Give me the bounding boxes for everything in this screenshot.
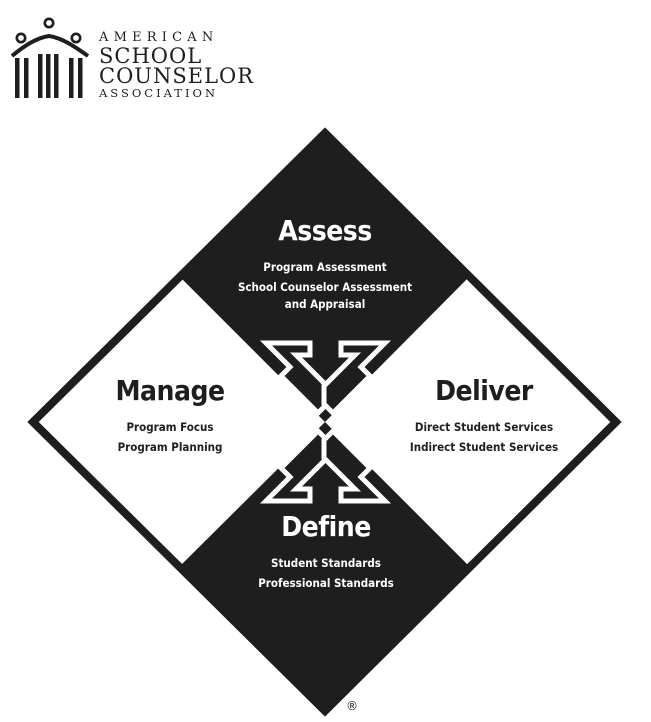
logo-figures-icon (10, 17, 90, 98)
assess-title: Assess (278, 214, 372, 247)
arrow-down-right-icon (321, 427, 392, 504)
deliver-label-group: Deliver Direct Student Services Indirect… (396, 374, 572, 456)
define-item: Student Standards (271, 555, 381, 570)
asca-logo: AMERICAN SCHOOL COUNSELOR ASSOCIATION (10, 14, 253, 106)
assess-item: Program Assessment (263, 259, 387, 274)
define-quadrant (180, 422, 469, 711)
logo-line-american: AMERICAN (99, 30, 219, 45)
deliver-item: Indirect Student Services (409, 440, 559, 455)
assess-item: School Counselor Assessment (237, 280, 413, 295)
define-label-group: Define Student Standards Professional St… (220, 510, 432, 592)
define-item: Professional Standards (258, 576, 394, 591)
deliver-item: Direct Student Services (414, 419, 554, 434)
logo-line-counselor: COUNSELOR (99, 64, 255, 88)
assess-item: and Appraisal (284, 297, 366, 312)
logo-line-school: SCHOOL (99, 44, 203, 68)
deliver-title: Deliver (435, 374, 533, 407)
logo-line-association: ASSOCIATION (99, 86, 219, 100)
manage-label-group: Manage Program Focus Program Planning (90, 374, 250, 456)
registered-trademark: ® (346, 699, 358, 713)
center-arrows (259, 340, 392, 504)
manage-item: Program Planning (117, 440, 223, 455)
define-title: Define (281, 510, 371, 543)
manage-title: Manage (115, 374, 225, 407)
arrow-up-right-icon (321, 340, 392, 417)
manage-item: Program Focus (126, 419, 214, 434)
assess-label-group: Assess Program Assessment School Counsel… (210, 214, 440, 313)
assess-quadrant (180, 133, 469, 422)
logo-wordmark: AMERICAN SCHOOL COUNSELOR ASSOCIATION (99, 31, 254, 103)
